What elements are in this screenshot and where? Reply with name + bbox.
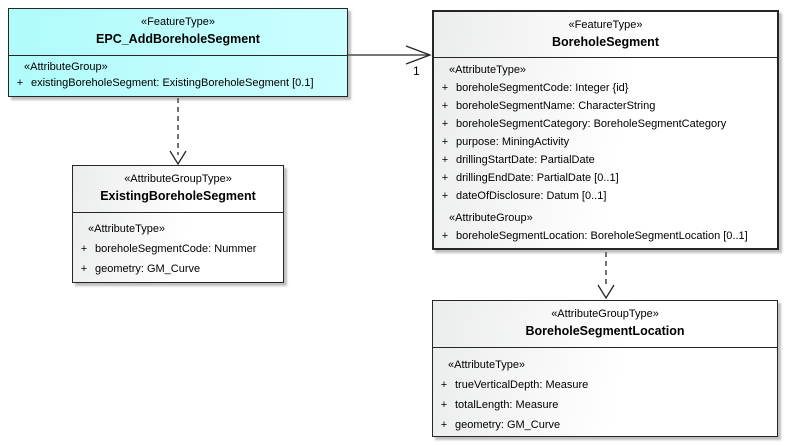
attribute-row: + boreholeSegmentLocation: BoreholeSegme…	[434, 228, 775, 246]
attribute-text: boreholeSegmentCategory: BoreholeSegment…	[456, 118, 727, 130]
attribute-text: boreholeSegmentLocation: BoreholeSegment…	[456, 230, 748, 242]
class-name: ExistingBoreholeSegment	[100, 189, 256, 203]
attribute-text: boreholeSegmentCode: Integer {id}	[456, 82, 629, 94]
visibility-plus: +	[441, 230, 449, 242]
attribute-row: + drillingStartDate: PartialDate	[434, 152, 775, 170]
visibility-plus: +	[440, 399, 448, 411]
class-title: «FeatureType» EPC_AddBoreholeSegment	[9, 9, 347, 56]
section-header: «AttributeGroup»	[449, 212, 533, 224]
attributes-compartment: «AttributeType» + trueVerticalDepth: Mea…	[433, 348, 777, 436]
attribute-text: drillingEndDate: PartialDate [0..1]	[456, 172, 619, 184]
visibility-plus: +	[441, 136, 449, 148]
visibility-plus: +	[440, 379, 448, 391]
visibility-plus: +	[16, 77, 24, 89]
attribute-text: totalLength: Measure	[455, 399, 559, 411]
visibility-plus: +	[441, 82, 449, 94]
visibility-plus: +	[80, 243, 88, 255]
attribute-row: + boreholeSegmentName: CharacterString	[434, 98, 775, 116]
section-header: «AttributeType»	[88, 223, 166, 235]
attribute-row: + boreholeSegmentCategory: BoreholeSegme…	[434, 116, 775, 134]
section-header: «AttributeType»	[449, 64, 527, 76]
attribute-text: drillingStartDate: PartialDate	[456, 154, 595, 166]
attribute-row: + geometry: GM_Curve	[73, 260, 281, 280]
class-title: «AttributeGroupType» ExistingBoreholeSeg…	[73, 166, 283, 213]
class-boreholesegmentlocation[interactable]: «AttributeGroupType» BoreholeSegmentLoca…	[432, 300, 778, 437]
class-existingboreholesegment[interactable]: «AttributeGroupType» ExistingBoreholeSeg…	[72, 165, 284, 283]
attribute-section: «AttributeType» + trueVerticalDepth: Mea…	[433, 356, 775, 436]
class-name: EPC_AddBoreholeSegment	[96, 32, 260, 46]
association-multiplicity-label: 1	[413, 64, 420, 78]
attribute-row: + dateOfDisclosure: Datum [0..1]	[434, 188, 775, 206]
attribute-section: «AttributeType» + boreholeSegmentCode: N…	[73, 220, 281, 280]
attribute-text: geometry: GM_Curve	[95, 263, 201, 275]
attribute-row: + boreholeSegmentCode: Integer {id}	[434, 80, 775, 98]
stereotype-label: «FeatureType»	[141, 16, 215, 28]
attribute-section: «AttributeGroup» + boreholeSegmentLocati…	[434, 210, 775, 246]
attribute-text: purpose: MiningActivity	[456, 136, 570, 148]
attributes-compartment: «AttributeGroup» + existingBoreholeSegme…	[9, 56, 347, 92]
section-header: «AttributeGroup»	[24, 61, 108, 73]
attribute-section: «AttributeType» + boreholeSegmentCode: I…	[434, 62, 775, 206]
attribute-row: + geometry: GM_Curve	[433, 416, 775, 436]
class-title: «AttributeGroupType» BoreholeSegmentLoca…	[433, 301, 777, 348]
class-epc-addboreholesegment[interactable]: «FeatureType» EPC_AddBoreholeSegment «At…	[8, 8, 348, 97]
attribute-row: + existingBoreholeSegment: ExistingBoreh…	[9, 75, 345, 92]
attributes-compartment: «AttributeType» + boreholeSegmentCode: N…	[73, 213, 283, 280]
attribute-row: + boreholeSegmentCode: Nummer	[73, 240, 281, 260]
class-boreholesegment[interactable]: «FeatureType» BoreholeSegment «Attribute…	[432, 10, 779, 250]
visibility-plus: +	[441, 100, 449, 112]
association-arrowhead-icon	[405, 45, 432, 65]
stereotype-label: «AttributeGroupType»	[551, 308, 659, 320]
visibility-plus: +	[441, 154, 449, 166]
class-title: «FeatureType» BoreholeSegment	[434, 12, 777, 58]
attribute-text: geometry: GM_Curve	[455, 419, 561, 431]
visibility-plus: +	[441, 172, 449, 184]
visibility-plus: +	[440, 419, 448, 431]
attribute-text: existingBoreholeSegment: ExistingBorehol…	[31, 77, 314, 89]
visibility-plus: +	[441, 118, 449, 130]
attribute-text: boreholeSegmentName: CharacterString	[456, 100, 656, 112]
visibility-plus: +	[80, 263, 88, 275]
attribute-row: + purpose: MiningActivity	[434, 134, 775, 152]
attribute-row: + totalLength: Measure	[433, 396, 775, 416]
attribute-text: trueVerticalDepth: Measure	[455, 379, 589, 391]
dependency-arrow-left-head-icon	[169, 150, 187, 166]
class-name: BoreholeSegment	[552, 35, 659, 49]
attribute-row: + drillingEndDate: PartialDate [0..1]	[434, 170, 775, 188]
attribute-row: + trueVerticalDepth: Measure	[433, 376, 775, 396]
visibility-plus: +	[441, 190, 449, 202]
stereotype-label: «AttributeGroupType»	[124, 173, 232, 185]
section-header: «AttributeType»	[448, 359, 526, 371]
attribute-text: dateOfDisclosure: Datum [0..1]	[456, 190, 607, 202]
stereotype-label: «FeatureType»	[568, 19, 643, 31]
attributes-compartment: «AttributeType» + boreholeSegmentCode: I…	[434, 58, 777, 246]
attribute-section: «AttributeGroup» + existingBoreholeSegme…	[9, 59, 345, 92]
attribute-text: boreholeSegmentCode: Nummer	[95, 243, 257, 255]
dependency-arrow-right-head-icon	[597, 284, 615, 300]
class-name: BoreholeSegmentLocation	[525, 324, 685, 338]
